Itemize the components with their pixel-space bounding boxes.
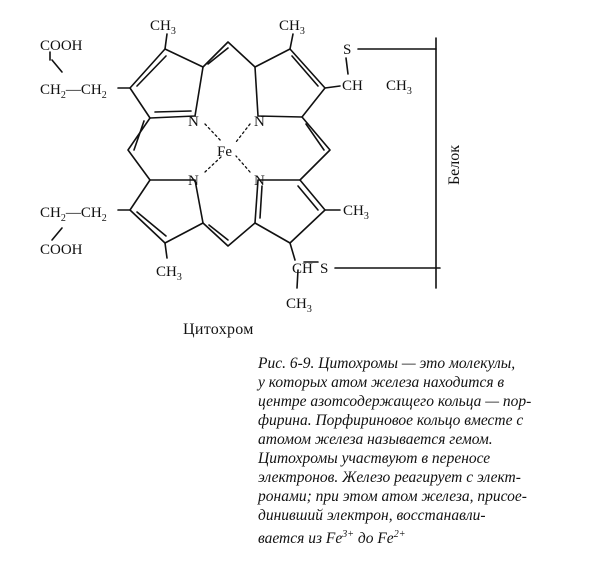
caption-line: у которых атом железа находится в [258,374,505,391]
methyl-label: CH3 [343,203,369,222]
cytochrome-structure-diagram: CH3 CH3 CH3 CH3 CH3 CH3 COOH CH2—CH2 CH2… [40,18,463,315]
nitrogen-label: N [188,114,199,130]
bridge-left [127,117,151,181]
bridge-top [202,41,256,68]
nitrogen-label: N [188,173,199,189]
sulfur-label: S [320,261,328,277]
caption-line: фирина. Порфириновое кольцо вместе с [258,412,524,429]
ring-bottom-right [254,179,326,244]
cooh-top-label: COOH [40,38,83,54]
propionate-chain-top-label: CH2—CH2 [40,82,107,101]
iron-label: Fe [217,144,232,160]
methyl-label: CH3 [150,18,176,37]
nitrogen-label: N [254,173,265,189]
methyl-label: CH3 [279,18,305,37]
nitrogen-label: N [254,114,265,130]
caption-line: электронов. Железо реагирует с элект- [258,469,521,486]
methyl-label: CH3 [386,78,412,97]
bridge-right [299,116,331,181]
propionate-chain-bottom-label: CH2—CH2 [40,205,107,224]
caption-line-last: вается из Fe3+ до Fe2+ [258,529,406,548]
protein-label: Белок [446,145,463,185]
caption-line: динивший электрон, восстанавли- [258,507,486,524]
ring-top-left [129,48,204,119]
diagram-title: Цитохром [183,321,254,338]
caption-line: атомом железа называется гемом. [258,431,493,448]
ch-label: CH [292,261,313,277]
methyl-label: CH3 [286,296,312,315]
cooh-bottom-label: COOH [40,242,83,258]
figure-caption: Рис. 6-9. Цитохромы — это молекулы, у ко… [258,354,588,548]
ring-top-right [254,48,326,118]
caption-line: Цитохромы участвуют в переносе [258,450,491,467]
bond-lines [49,33,441,289]
methyl-label: CH3 [156,264,182,283]
sulfur-label: S [343,42,351,58]
ch-label: CH [342,78,363,94]
caption-line: центре азотсодержащего кольца — пор- [258,393,532,410]
caption-line: ронами; при этом атом железа, присое- [258,488,527,505]
fe-n-bonds [204,123,251,173]
bridge-bottom [202,222,256,247]
caption-line: Рис. 6-9. Цитохромы — это молекулы, [258,355,516,372]
ring-bottom-left [129,179,204,244]
